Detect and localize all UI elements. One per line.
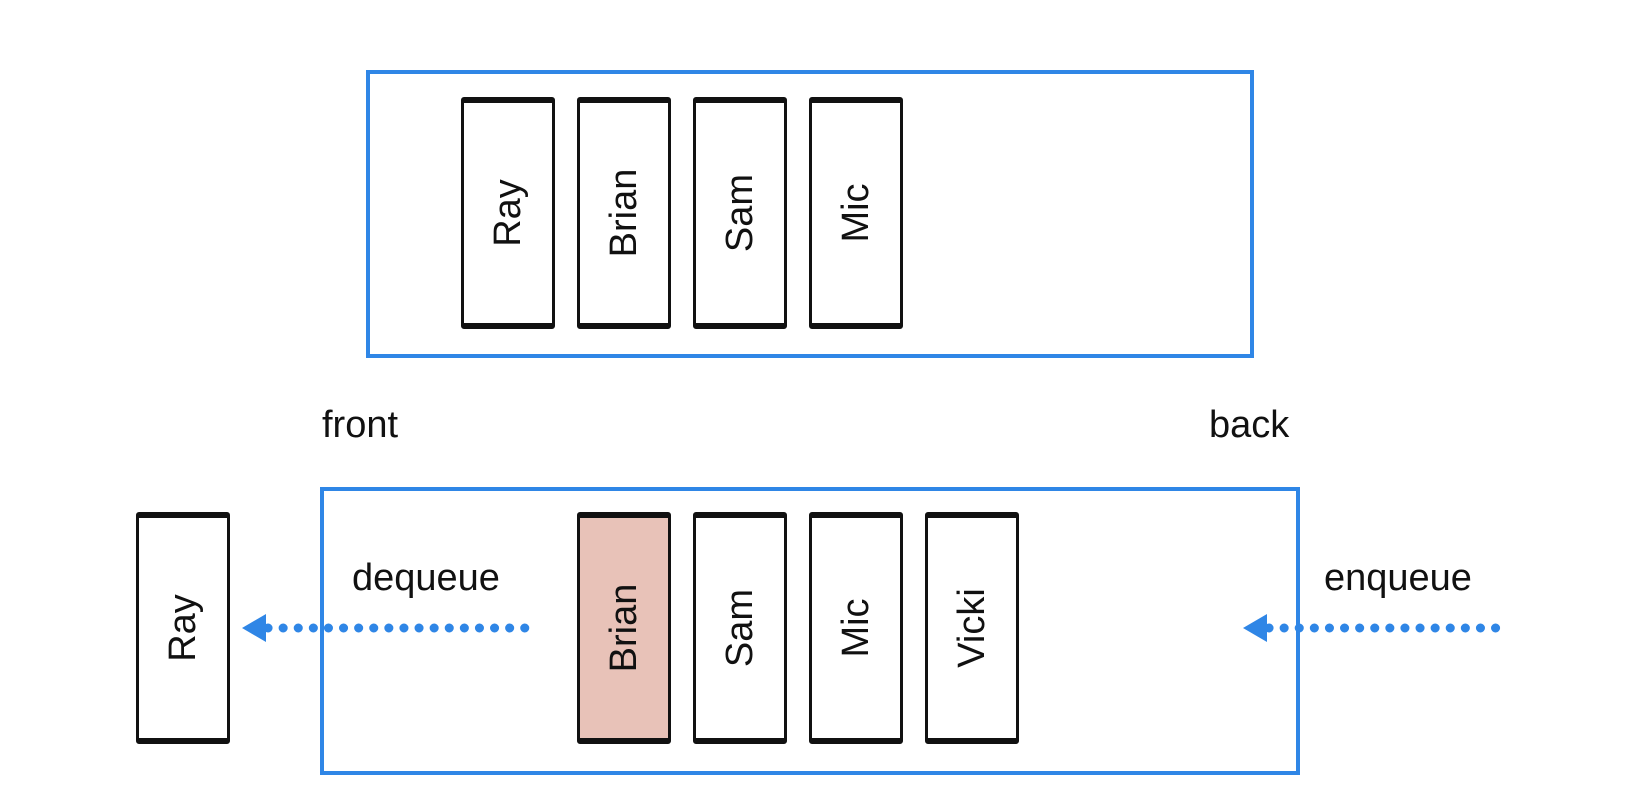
- card-label: Brian: [603, 583, 645, 673]
- card-label: Ray: [162, 594, 204, 662]
- queue-item-ray-top: Ray: [461, 97, 555, 329]
- card-label: Mic: [835, 598, 877, 658]
- card-label: Sam: [719, 173, 761, 253]
- queue-item-brian-bottom: Brian: [577, 512, 671, 744]
- card-label: Sam: [719, 588, 761, 668]
- dequeue-label: dequeue: [352, 557, 500, 599]
- dashed-arrow-left-icon: [242, 614, 533, 642]
- card-label: Brian: [603, 168, 645, 258]
- card-label: Ray: [487, 179, 529, 247]
- queue-item-vicki-bottom: Vicki: [925, 512, 1019, 744]
- dequeued-item-ray: Ray: [136, 512, 230, 744]
- queue-item-mic-top: Mic: [809, 97, 903, 329]
- queue-container-top: [366, 70, 1254, 358]
- dashed-arrow-left-icon: [1243, 614, 1506, 642]
- back-label: back: [1209, 404, 1290, 446]
- card-label: Mic: [835, 183, 877, 243]
- queue-item-sam-bottom: Sam: [693, 512, 787, 744]
- queue-item-mic-bottom: Mic: [809, 512, 903, 744]
- queue-item-brian-top: Brian: [577, 97, 671, 329]
- front-label: front: [322, 404, 399, 446]
- queue-item-sam-top: Sam: [693, 97, 787, 329]
- card-label: Vicki: [951, 588, 993, 668]
- enqueue-label: enqueue: [1324, 557, 1472, 599]
